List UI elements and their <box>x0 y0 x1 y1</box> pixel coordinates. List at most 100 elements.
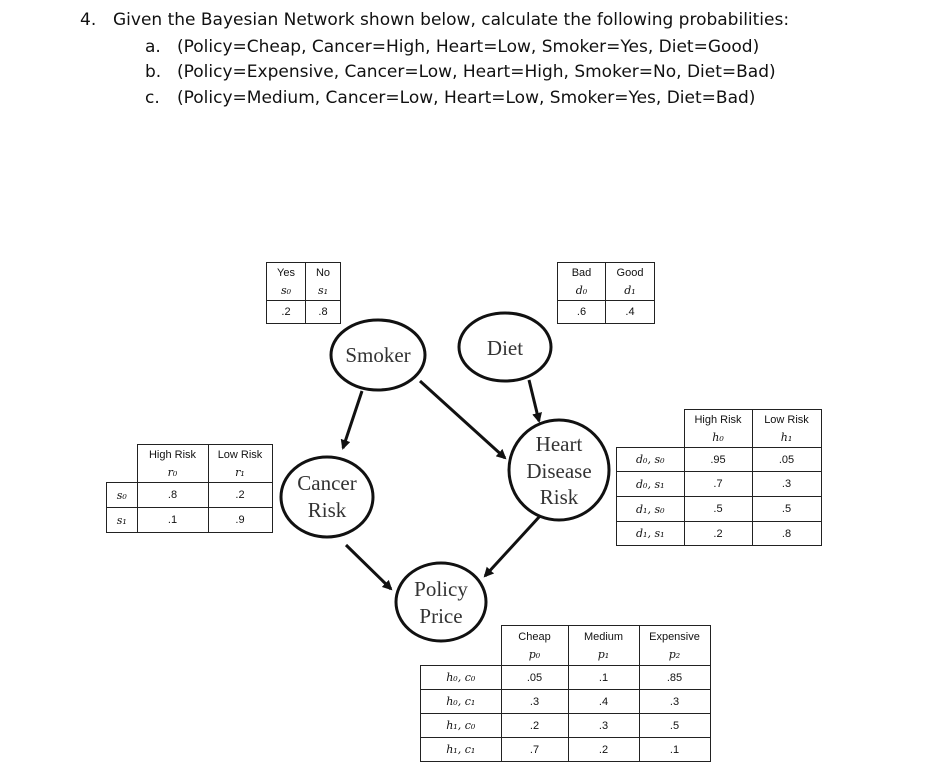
question-text: Given the Bayesian Network shown below, … <box>113 10 790 30</box>
diet-value-bad: .6 <box>557 300 606 324</box>
policy-header-medium-label: Medium <box>583 630 624 643</box>
item-b-letter: b. <box>145 62 162 82</box>
heart-row-label: d₁, s₀ <box>616 496 685 522</box>
cancer-cell: .9 <box>207 507 273 533</box>
node-policy-label-2: Price <box>419 604 462 628</box>
heart-cell: .8 <box>751 521 822 546</box>
node-cancer-risk: Cancer Risk <box>279 455 375 539</box>
policy-header-expensive: Expensive p₂ <box>638 625 711 666</box>
smoker-header-no: No s₁ <box>305 262 341 301</box>
smoker-header-yes: Yes s₀ <box>266 262 306 301</box>
policy-row-label: h₀, c₀ <box>420 665 502 690</box>
node-heart-label-2: Disease <box>526 459 591 483</box>
heart-cell: .2 <box>683 521 753 546</box>
diet-value-good: .4 <box>605 300 655 324</box>
question-number: 4. <box>80 10 97 30</box>
smoker-header-no-symbol: s₁ <box>317 283 329 297</box>
node-smoker-label: Smoker <box>345 343 410 367</box>
cancer-cell: .1 <box>136 507 209 533</box>
policy-cell: .3 <box>638 689 711 714</box>
heart-cell: .05 <box>751 447 822 472</box>
edge-smoker-heart <box>418 379 507 460</box>
heart-cell: .5 <box>751 496 822 522</box>
node-cancer-label-2: Risk <box>308 498 347 522</box>
diet-cpt: Bad d₀ Good d₁ .6 .4 <box>557 262 655 324</box>
policy-cpt: Cheap p₀ Medium p₁ Expensive p₂ h₀, c₀ .… <box>420 625 711 762</box>
heart-cell: .3 <box>751 471 822 497</box>
heart-cell: .5 <box>683 496 753 522</box>
policy-cell: .85 <box>638 665 711 690</box>
cancer-corner <box>107 445 138 483</box>
policy-header-expensive-label: Expensive <box>649 630 700 643</box>
smoker-header-no-label: No <box>315 266 331 279</box>
policy-header-medium-symbol: p₁ <box>597 647 610 661</box>
node-heart-disease-risk: Heart Disease Risk <box>507 418 611 522</box>
heart-row-label: d₀, s₀ <box>616 447 685 472</box>
policy-row-label: h₀, c₁ <box>420 689 502 714</box>
policy-corner <box>421 626 502 666</box>
cancer-header-low: Low Risk r₁ <box>207 444 273 483</box>
policy-cell: .2 <box>567 737 640 762</box>
diet-header-good-symbol: d₁ <box>624 283 636 297</box>
policy-cell: .3 <box>567 713 640 738</box>
diet-header-good-label: Good <box>616 266 644 279</box>
policy-row-label: h₁, c₀ <box>420 713 502 738</box>
policy-header-cheap: Cheap p₀ <box>500 625 569 666</box>
policy-cell: .7 <box>500 737 569 762</box>
cancer-cell: .8 <box>136 482 209 508</box>
item-a-letter: a. <box>145 37 161 57</box>
policy-header-expensive-symbol: p₂ <box>668 647 681 661</box>
policy-row-label: h₁, c₁ <box>420 737 502 762</box>
policy-cell: .05 <box>500 665 569 690</box>
cancer-header-high-label: High Risk <box>148 448 197 461</box>
policy-cell: .2 <box>500 713 569 738</box>
heart-header-high-symbol: h₀ <box>712 430 724 444</box>
node-cancer-label-1: Cancer <box>297 471 356 495</box>
smoker-header-yes-label: Yes <box>277 266 295 279</box>
policy-cell: .4 <box>567 689 640 714</box>
smoker-header-yes-symbol: s₀ <box>280 283 292 297</box>
node-heart-label-3: Risk <box>540 485 579 509</box>
policy-header-cheap-label: Cheap <box>518 630 551 643</box>
heart-corner <box>617 410 685 448</box>
cancer-row-label: s₁ <box>106 507 138 533</box>
diet-header-bad: Bad d₀ <box>557 262 606 301</box>
node-smoker: Smoker <box>329 318 427 392</box>
node-heart-label-1: Heart <box>536 432 583 456</box>
smoker-value-no: .8 <box>305 300 341 324</box>
edge-smoker-cancer <box>340 390 364 450</box>
edge-cancer-policy <box>344 543 393 591</box>
heart-row-label: d₁, s₁ <box>616 521 685 546</box>
diet-header-bad-label: Bad <box>571 266 592 279</box>
heart-cell: .7 <box>683 471 753 497</box>
cancer-cell: .2 <box>207 482 273 508</box>
diet-header-good: Good d₁ <box>605 262 655 301</box>
node-policy-label-1: Policy <box>414 577 468 601</box>
cancer-row-label: s₀ <box>106 482 138 508</box>
heart-row-label: d₀, s₁ <box>616 471 685 497</box>
heart-cpt: High Risk h₀ Low Risk h₁ d₀, s₀ .95 .05 … <box>616 409 822 546</box>
node-diet-label: Diet <box>487 336 523 360</box>
cancer-cpt: High Risk r₀ Low Risk r₁ s₀ .8 .2 s₁ .1 … <box>106 444 273 533</box>
edge-diet-heart <box>527 379 542 423</box>
node-policy-price: Policy Price <box>394 561 488 643</box>
diet-header-bad-symbol: d₀ <box>575 283 588 297</box>
policy-cell: .3 <box>500 689 569 714</box>
cancer-header-low-symbol: r₁ <box>235 465 245 479</box>
item-c-text: (Policy=Medium, Cancer=Low, Heart=Low, S… <box>177 88 756 108</box>
heart-header-high: High Risk h₀ <box>683 409 753 448</box>
node-diet: Diet <box>457 311 553 383</box>
policy-cell: .1 <box>638 737 711 762</box>
policy-header-cheap-symbol: p₀ <box>528 647 541 661</box>
policy-cell: .5 <box>638 713 711 738</box>
heart-header-low: Low Risk h₁ <box>751 409 822 448</box>
item-b-text: (Policy=Expensive, Cancer=Low, Heart=Hig… <box>177 62 776 82</box>
smoker-cpt: Yes s₀ No s₁ .2 .8 <box>266 262 341 324</box>
heart-header-low-symbol: h₁ <box>780 430 793 444</box>
heart-cell: .95 <box>683 447 753 472</box>
heart-header-low-label: Low Risk <box>764 413 809 426</box>
item-a-text: (Policy=Cheap, Cancer=High, Heart=Low, S… <box>177 37 760 57</box>
item-c-letter: c. <box>145 88 160 108</box>
policy-cell: .1 <box>567 665 640 690</box>
